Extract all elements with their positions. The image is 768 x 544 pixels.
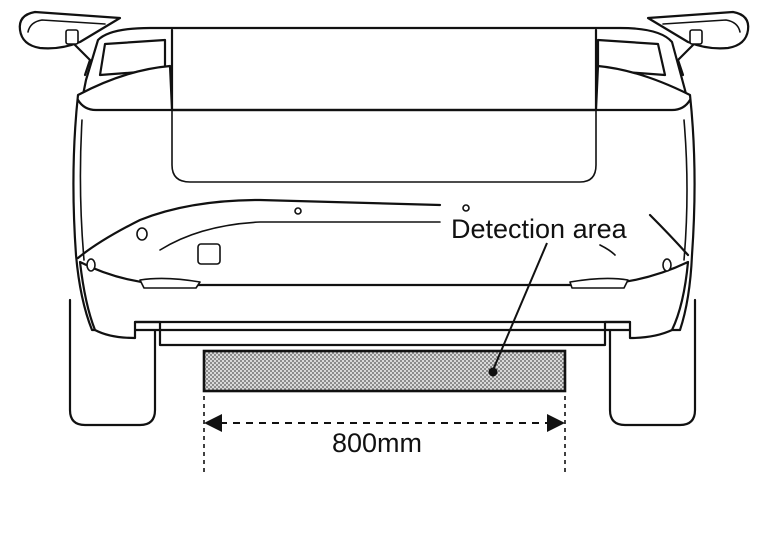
left-side-mirror-icon	[18, 10, 122, 77]
right-arrow-icon	[547, 414, 565, 432]
left-arrow-icon	[204, 414, 222, 432]
rear-camera-plate-icon	[197, 243, 221, 265]
detection-area-leader-dot	[488, 367, 498, 377]
detection-area-zone	[202, 349, 567, 393]
detection-area-label: Detection area	[451, 214, 628, 244]
right-tail-light	[596, 38, 667, 77]
car-body	[72, 26, 696, 347]
width-dimension-label: 800mm	[332, 428, 422, 458]
detection-area-leader-line	[492, 242, 548, 371]
width-dimension	[203, 396, 566, 472]
